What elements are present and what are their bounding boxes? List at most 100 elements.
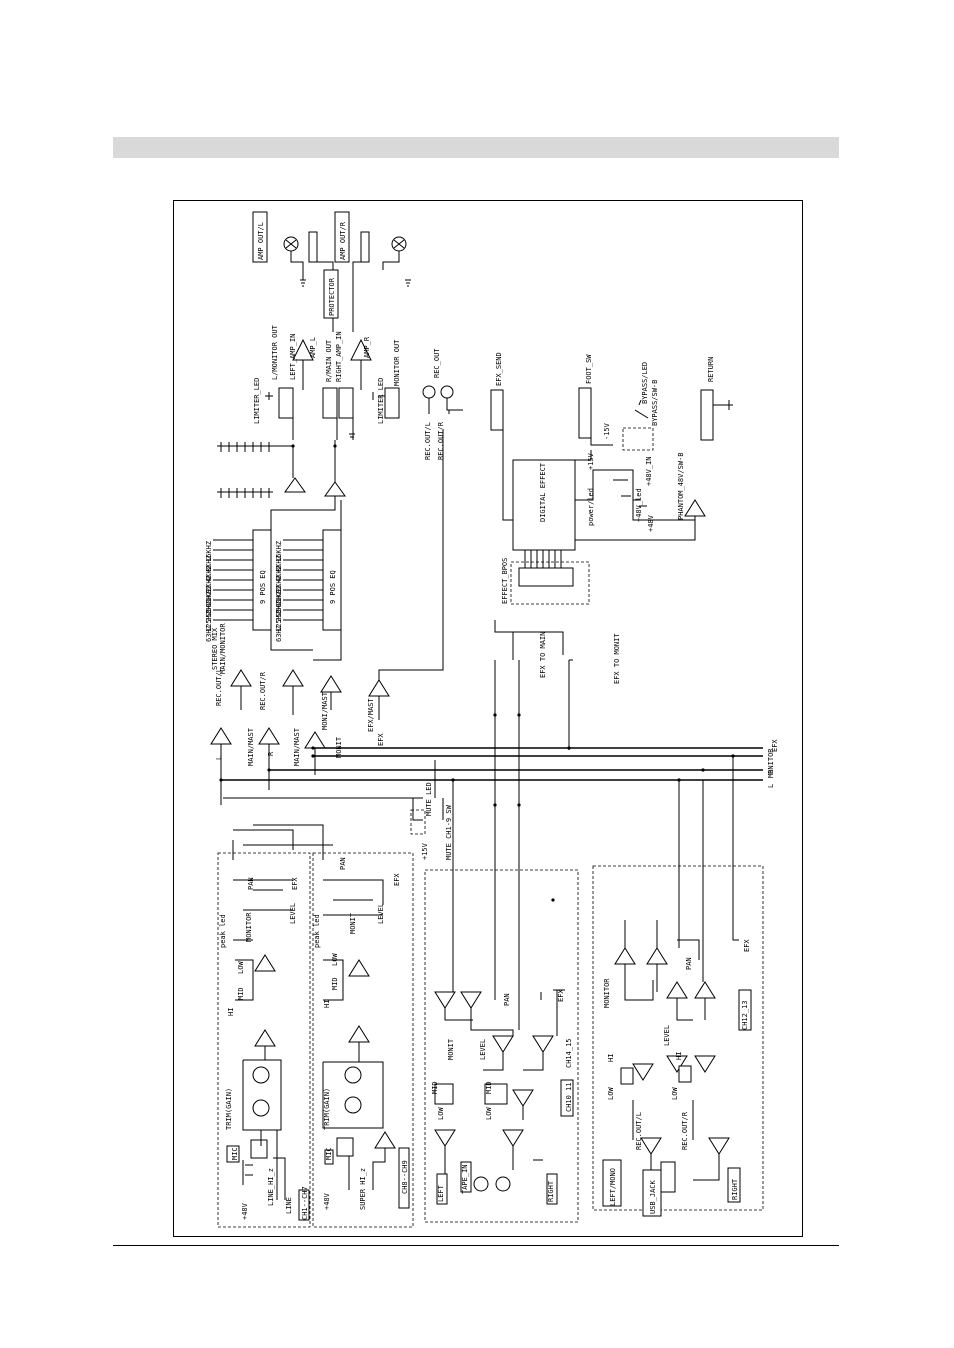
label-efx-4: EFX xyxy=(743,939,751,952)
label-eq-right: 9 POS EQ xyxy=(329,570,337,604)
label-efx-2: EFX xyxy=(393,873,401,886)
label-peak-led-1: peak led xyxy=(219,914,227,948)
label-effect-bpos: EFFECT_BPOS xyxy=(501,558,509,604)
label-protector: PROTECTOR xyxy=(328,277,336,316)
label-left-mono: LEFT/MONO xyxy=(609,1168,617,1206)
label-amp-r: AMP_R xyxy=(363,336,371,358)
label-amp-out-l: AMP OUT/L xyxy=(257,222,265,260)
label-tape-in: TAPE_IN xyxy=(461,1164,469,1194)
eq-band-label: 500HZ xyxy=(205,591,213,612)
label-main-monitor: MAIN/MONITOR xyxy=(219,623,227,674)
label-line: LINE xyxy=(285,1197,293,1214)
ch1-ch7-strip xyxy=(217,852,311,1228)
label-monitor-4: MONITOR xyxy=(603,978,611,1008)
label-trim-gain-1: TRIM(GAIN) xyxy=(225,1088,233,1130)
label-stereo-mix: STEREO MIX xyxy=(211,627,219,670)
label-level-1: LEVEL xyxy=(289,903,297,924)
label-bus-efx: EFX xyxy=(771,739,779,752)
label-mic-2: MIC xyxy=(325,1147,333,1160)
footer-rule xyxy=(113,1245,839,1246)
label-rec-out-r: REC.OUT/R xyxy=(437,421,445,460)
ch1-7-internals xyxy=(226,824,333,1221)
eq-band-label: 8KHZ xyxy=(205,555,213,572)
label-pan-3: PAN xyxy=(503,993,511,1006)
label-ch14-15: CH14_15 xyxy=(565,1038,573,1068)
label-rec-out-l: REC.OUT/L xyxy=(424,422,432,460)
label-low-1: LOW xyxy=(237,961,245,974)
label-bypass-sw-b: BYPASS/SW-B xyxy=(651,380,659,426)
digital-effect-block xyxy=(512,459,576,551)
ch12-ch13-strip xyxy=(592,865,764,1211)
label-hi-1: HI xyxy=(227,1008,235,1016)
label-super-hi-z: SUPER HI_z xyxy=(359,1168,367,1210)
label-mute-sw: MUTE CH1-9 SW xyxy=(445,804,453,860)
label-pan-1: PAN xyxy=(247,877,255,890)
label-phantom: PHANTOM_48V/SW-B xyxy=(677,453,685,520)
label-low-5: LOW xyxy=(607,1087,615,1100)
label-level-3: LEVEL xyxy=(479,1039,487,1060)
eq-band-label: 2KHZ xyxy=(275,575,283,592)
label-main-mast-1: MAIN/MAST xyxy=(247,727,255,766)
ch8-9-internals xyxy=(322,879,410,1209)
label-level-2: LEVEL xyxy=(377,903,385,924)
junction-dots xyxy=(219,444,735,902)
label-l-monitor-out: L/MONITOR OUT xyxy=(271,324,279,380)
label-efx-send: EFX_SEND xyxy=(495,352,503,386)
label-ch12-13: CH12_13 xyxy=(741,1000,749,1030)
label-line-hi-z: LINE_HI_z xyxy=(267,1168,275,1206)
label-pan-4: PAN xyxy=(685,957,693,970)
label-mic-1: MIC xyxy=(231,1147,239,1160)
label-low-3: LOW xyxy=(437,1107,445,1120)
label-right-amp-in: RIGHT_AMP_IN xyxy=(335,331,343,382)
label-mid-4: MID xyxy=(485,1081,493,1094)
label-plus48v-a: +48V xyxy=(241,1202,249,1220)
label-efx: EFX xyxy=(377,733,385,746)
eq-band-label: 16KHZ xyxy=(205,541,213,562)
eq-band-label: 250HZ xyxy=(275,601,283,622)
label-efx-mast: EFX/MAST xyxy=(367,697,375,732)
label-bus-l: L xyxy=(767,784,775,788)
eq-band-label: 500HZ xyxy=(275,591,283,612)
label-monit-2: MONIT xyxy=(349,912,357,934)
label-power-led: power/led xyxy=(587,488,595,526)
label-right-4: RIGHT xyxy=(731,1178,739,1200)
label-mute-led: MUTE LED xyxy=(425,782,433,816)
output-section xyxy=(217,211,733,498)
eq-band-label: 4KHZ xyxy=(205,565,213,582)
label-hi-5: HI xyxy=(607,1054,615,1062)
label-rec-out: REC_OUT xyxy=(433,348,441,378)
label-mid-1: MID xyxy=(237,987,245,1000)
label-bus-r: R xyxy=(767,769,775,774)
master-amps xyxy=(210,410,450,805)
bus-lines xyxy=(221,747,763,781)
label-level-4: LEVEL xyxy=(663,1025,671,1046)
label-hi-2: HI xyxy=(323,1000,331,1008)
label-plus48v-b: +48V xyxy=(323,1192,331,1210)
label-efx-to-monit: EFX TO MONIT xyxy=(613,633,621,684)
label-efx-3: EFX xyxy=(557,989,565,1002)
label-monitor-out: MONITOR OUT xyxy=(393,339,401,386)
label-left-amp-in: LEFT_AMP_IN xyxy=(289,334,297,380)
label-limiter-led-1: LIMITER_LED xyxy=(253,378,261,424)
label-ch8-ch9: CH8--CH9 xyxy=(401,1160,409,1194)
label-monit-3: MONIT xyxy=(447,1038,455,1060)
label-amp-out-r: AMP OUT/R xyxy=(339,221,347,260)
eq-band-label: 250HZ xyxy=(205,601,213,622)
label-low-2: LOW xyxy=(331,953,339,966)
label-efx-to-main: EFX TO MAIN xyxy=(539,632,547,678)
label-return: RETURN xyxy=(707,357,715,382)
label-mute-15v: +15V xyxy=(421,842,429,860)
ch8-ch9-strip xyxy=(312,852,414,1228)
label-foot-sw: FOOT_SW xyxy=(585,354,593,384)
eq-band-label: 63HZ xyxy=(205,625,213,642)
label-plus48v-in: +48V_IN xyxy=(645,456,653,486)
label-r: R xyxy=(267,751,275,756)
label-eq-left: 9 POS EQ xyxy=(259,570,267,604)
label-bypass-led: BYPASS/LED xyxy=(641,362,649,404)
label-right-3: RIGHT xyxy=(547,1180,555,1202)
label-trim-gain-2: TRIM(GAIN) xyxy=(323,1088,331,1130)
eq-band-label: 125HZ xyxy=(275,611,283,632)
label-low-4: LOW xyxy=(485,1107,493,1120)
